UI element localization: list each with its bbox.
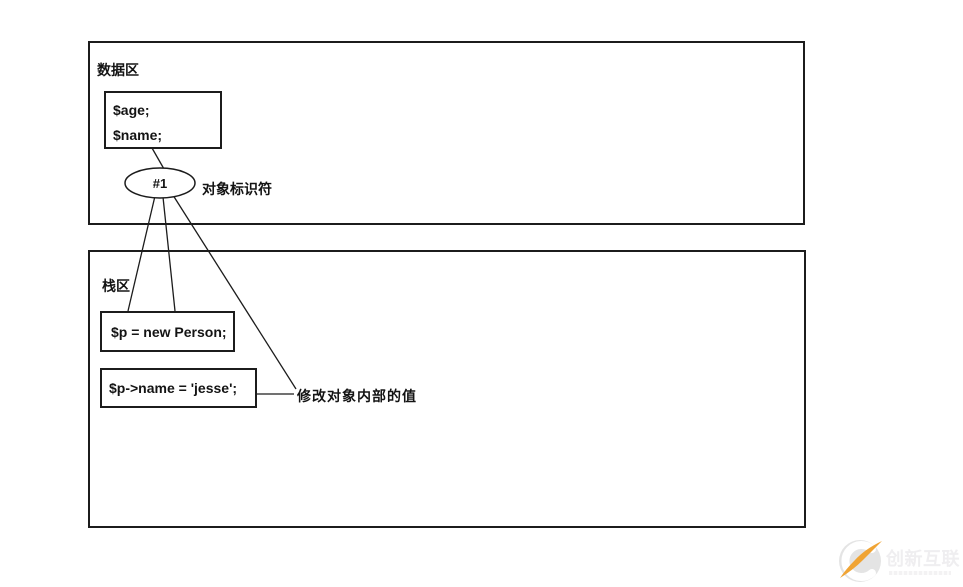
stack-region-title: 栈区: [102, 278, 130, 294]
stmt-new-person-box: $p = new Person;: [100, 311, 235, 352]
member-line-age: $age;: [113, 102, 150, 118]
watermark-tagline-bar: [889, 571, 951, 575]
stmt-new-person-text: $p = new Person;: [111, 323, 227, 340]
data-region-title: 数据区: [97, 62, 139, 78]
watermark: 创新互联: [823, 535, 963, 587]
object-identifier-label: #1: [152, 175, 168, 191]
member-line-name: $name;: [113, 127, 163, 143]
object-members-box: $age; $name;: [104, 91, 222, 149]
stmt-assign-name-box: $p->name = 'jesse';: [100, 368, 257, 408]
modify-value-annotation: 修改对象内部的值: [297, 388, 417, 404]
data-region-rect: [88, 41, 805, 225]
watermark-brand-text: 创新互联: [886, 549, 960, 569]
stack-region-rect: [88, 250, 806, 528]
object-identifier-caption: 对象标识符: [202, 181, 272, 197]
cx-swoosh-logo-icon: [839, 540, 882, 582]
stmt-assign-name-text: $p->name = 'jesse';: [109, 380, 238, 396]
